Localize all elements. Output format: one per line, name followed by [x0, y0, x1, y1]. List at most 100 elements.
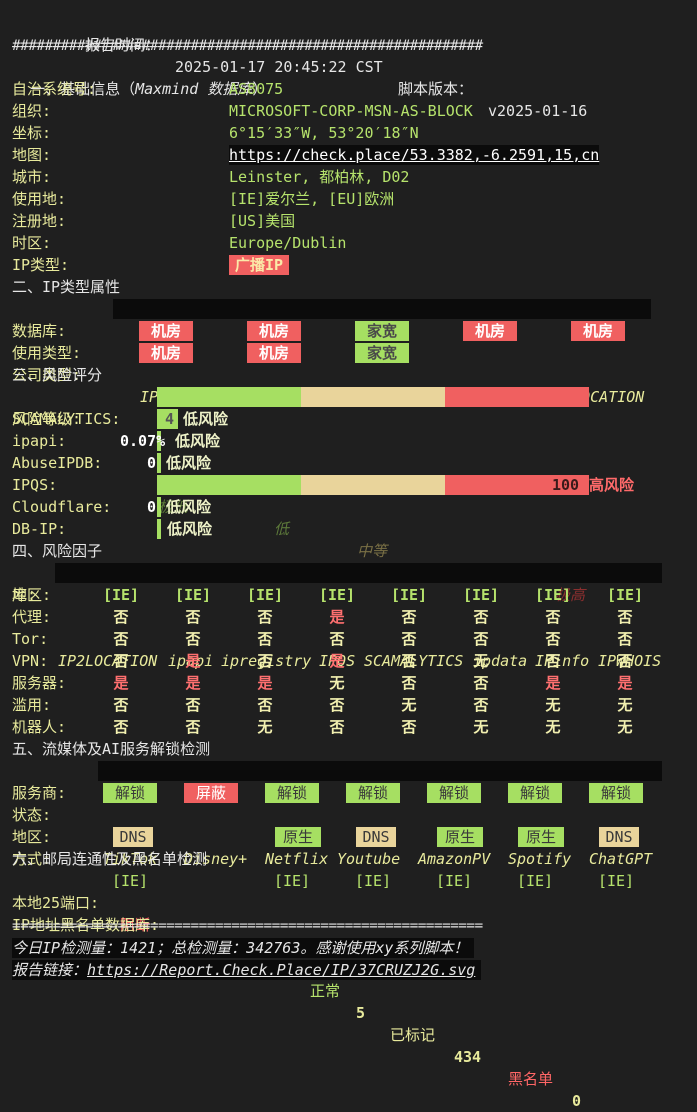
risk-source-label: AbuseIPDB: — [12, 454, 103, 472]
factor-value: 否 — [113, 696, 129, 714]
footer-link-row: 报告链接：https://Report.Check.Place/IP/37CRU… — [0, 959, 697, 981]
factor-value: 否 — [257, 696, 273, 714]
unlock-region-value: [IE] — [354, 872, 392, 890]
factor-value: 否 — [185, 696, 201, 714]
unlock-status-badge: 解锁 — [265, 783, 319, 803]
unlock-method-badge: 原生 — [437, 827, 483, 847]
factor-row: 机器人:否否无否否无无无 — [0, 716, 697, 738]
factor-value: 是 — [257, 674, 273, 692]
basic-info-value: Europe/Dublin — [229, 234, 347, 252]
risk-source-label: DB-IP: — [12, 520, 67, 538]
risk-bar-fill — [157, 431, 161, 451]
factor-value: 无 — [617, 718, 633, 736]
risk-score: 4 — [165, 410, 175, 428]
service-name: AmazonPV — [418, 850, 491, 868]
risk-bar-low — [157, 475, 301, 495]
basic-info-row: 地图:https://check.place/53.3382,-6.2591,1… — [0, 144, 697, 166]
basic-info-value: Leinster, 都柏林, D02 — [229, 168, 410, 186]
risk-source-label: Cloudflare: — [12, 498, 112, 516]
risk-text: 低风险 — [175, 432, 221, 450]
db-label: 数据库: — [12, 322, 67, 340]
risk-text: 低风险 — [166, 498, 212, 516]
service-name: Spotify — [508, 850, 572, 868]
factor-value: 无 — [473, 652, 489, 670]
company-label: 公司类型: — [12, 366, 82, 384]
factor-value: 是 — [329, 608, 345, 626]
risk-bar — [157, 409, 589, 429]
risk-scale-low — [157, 387, 301, 407]
factor-value: 是 — [185, 652, 201, 670]
risk-bar-fill — [157, 497, 161, 517]
unlock-status-label: 状态: — [12, 806, 52, 824]
basic-info-value: [US]美国 — [229, 212, 296, 230]
factor-lib-name: IPWHOIS — [598, 652, 662, 670]
usage-badge: 机房 — [139, 321, 193, 341]
footer-stats-row: 今日IP检测量：1421；总检测量：342763。感谢使用xy系列脚本！ — [0, 937, 697, 959]
risk-bar-high — [445, 475, 589, 495]
factor-value: 否 — [617, 630, 633, 648]
report-link[interactable]: https://Report.Check.Place/IP/37CRUZJ2G.… — [87, 961, 476, 979]
factor-value: 否 — [257, 652, 273, 670]
unlock-region-label: 地区: — [12, 828, 52, 846]
section-factor-title: 四、风险因子 — [12, 542, 103, 560]
unlock-status-badge: 解锁 — [427, 783, 481, 803]
factor-value: 否 — [401, 630, 417, 648]
factor-row: 代理:否否否是否否否否 — [0, 606, 697, 628]
port25-label: 本地25端口: — [12, 894, 100, 912]
factor-value: [IE] — [606, 586, 644, 604]
blacklist-marked-count: 434 — [454, 1048, 482, 1066]
risk-bar — [157, 453, 589, 473]
factor-value: 否 — [401, 718, 417, 736]
risk-score: 0.07% — [120, 432, 166, 450]
script-version: v2025-01-16 — [488, 102, 588, 120]
blacklist-normal-count: 5 — [356, 1004, 366, 1022]
service-label: 服务商: — [12, 784, 67, 802]
basic-info-label: IP类型: — [12, 256, 70, 274]
basic-info-row: 城市: Leinster, 都柏林, D02 — [0, 166, 697, 188]
factor-value: [IE] — [318, 586, 356, 604]
factor-value: 否 — [329, 718, 345, 736]
usage-badge: 家宽 — [355, 321, 409, 341]
factor-lib-name: SCAMALYTICS — [364, 652, 464, 670]
factor-label: 代理: — [12, 608, 52, 626]
risk-bar-fill — [157, 409, 178, 429]
unlock-region-value: [IE] — [516, 872, 554, 890]
risk-row: DB-IP:低风险 — [0, 518, 697, 540]
risk-text: 高风险 — [589, 476, 635, 494]
basic-info-row: 注册地: [US]美国 — [0, 210, 697, 232]
risk-bar-fill — [157, 453, 161, 473]
factor-value: 否 — [545, 630, 561, 648]
risk-text: 低风险 — [166, 454, 212, 472]
factor-row: 服务器:是是是无否否是是 — [0, 672, 697, 694]
map-link[interactable]: https://check.place/53.3382,-6.2591,15,c… — [229, 145, 600, 165]
risk-level-low: 低 — [274, 520, 290, 538]
basic-info-label: 城市: — [12, 168, 52, 186]
factor-value: 否 — [545, 608, 561, 626]
factor-row: 滥用:否否否否无否无无 — [0, 694, 697, 716]
factor-label: 服务器: — [12, 674, 67, 692]
basic-info-value: 6°15′33″W, 53°20′18″N — [229, 124, 419, 142]
factor-label: 地区: — [12, 586, 52, 604]
basic-info-label: 坐标: — [12, 124, 52, 142]
report-header: 报告时间： 2025-01-17 20:45:22 CST 脚本版本： v202… — [0, 12, 697, 120]
factor-lib-bg — [55, 563, 662, 583]
service-bg — [98, 761, 662, 781]
service-name: Disney+ — [184, 850, 248, 868]
basic-info-row: 坐标: 6°15′33″W, 53°20′18″N — [0, 122, 697, 144]
factor-value: 是 — [545, 674, 561, 692]
blacklist-black-count: 0 — [572, 1092, 582, 1110]
blacklist-row: IP地址黑名单数据库: 有效 439 正常 5 已标记 434 黑名单 0 — [0, 892, 697, 1110]
db-header-row: 数据库: IPinfoipregistryipapiAbuseIPDBIP2LO… — [0, 298, 697, 406]
usage-badge: 机房 — [571, 321, 625, 341]
unlock-region-row: 地区: [IE][IE][IE][IE][IE][IE] — [0, 804, 697, 890]
basic-info-label: 注册地: — [12, 212, 67, 230]
factor-value: [IE] — [246, 586, 284, 604]
basic-info-row: IP类型:广播IP — [0, 254, 697, 276]
usage-row: 使用类型: 机房机房家宽机房机房 — [0, 320, 697, 362]
unlock-status-row: 状态: 解锁屏蔽解锁解锁解锁解锁解锁 — [0, 782, 697, 824]
footer-link-label: 报告链接： — [12, 961, 88, 979]
unlock-status-badge: 屏蔽 — [184, 783, 238, 803]
risk-bar — [157, 475, 589, 495]
